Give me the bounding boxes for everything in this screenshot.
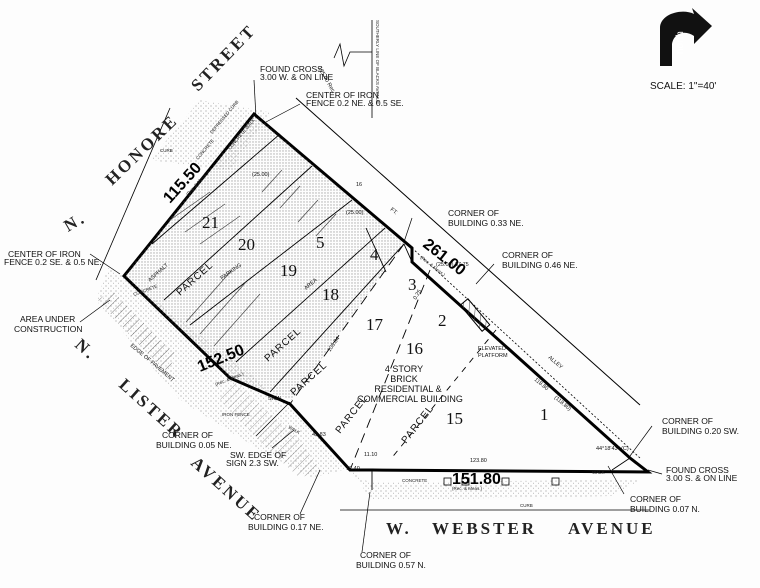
parcel-3: 3	[408, 275, 417, 294]
street-honore-street: STREET	[187, 20, 260, 94]
webster-sidewalk	[350, 470, 640, 500]
parcel-label-5: PARCEL	[400, 403, 437, 445]
dim-seg-4583: 45.83	[312, 432, 326, 438]
corner-033-2: BUILDING 0.33 NE.	[448, 218, 524, 228]
honore-curb-line	[95, 107, 171, 281]
street-webster: WEBSTER	[432, 519, 537, 538]
parcel-4: 4	[370, 245, 379, 264]
corner-017-2: BUILDING 0.17 NE.	[248, 522, 324, 532]
building-line-2: BRICK	[390, 374, 418, 384]
iron-fence-left-2: FENCE 0.2 SE. & 0.5 NE.	[4, 257, 102, 267]
dim-seg-1240: 12.40	[346, 466, 360, 472]
iron-fence-left-1: CENTER OF IRON	[8, 249, 81, 259]
lot-boundary	[121, 111, 653, 474]
dim-seg-25-a: (25.00)	[252, 172, 270, 178]
parcel-18: 18	[322, 285, 339, 304]
parcel-17: 17	[366, 315, 384, 334]
found-cross-top-2: 3.00 W. & ON LINE	[260, 72, 334, 82]
building-line-4: COMMERCIAL BUILDING	[357, 394, 463, 404]
corner-005-1: CORNER OF	[162, 430, 213, 440]
walk-label-2: WALK	[288, 425, 301, 436]
curb-top: CURB	[160, 148, 173, 153]
elevated-2: PLATFORM	[478, 353, 508, 359]
dim-seg-37: (25.00) 37.75	[436, 262, 469, 268]
alley-line	[295, 97, 641, 406]
dim-angle: 44°18'43" (C)	[596, 446, 629, 452]
corner-057-2: BUILDING 0.57 N.	[356, 560, 426, 570]
sign-edge-2: SIGN 2.3 SW.	[226, 458, 279, 468]
building-line-3: RESIDENTIAL &	[374, 384, 441, 394]
found-cross-top-1: FOUND CROSS	[260, 64, 323, 74]
break-line	[333, 42, 372, 68]
dim-16: 16	[356, 182, 362, 188]
parcel-19: 19	[280, 261, 297, 280]
alley-label: ALLEY	[547, 355, 564, 371]
dim-ft: FT.	[389, 207, 399, 217]
parcel-16: 16	[406, 339, 423, 358]
lister-hatch-area	[98, 290, 176, 372]
corner-057-1: CORNER OF	[360, 550, 411, 560]
southerly-line-label: SOUTHERLY LINE OF BLACKS AVENUE	[375, 20, 380, 104]
dim-seg-25-b: (25.00)	[346, 210, 364, 216]
parking-area	[124, 114, 404, 400]
street-webster-w: W.	[386, 519, 412, 538]
corner-033-1: CORNER OF	[448, 208, 499, 218]
parcel-21: 21	[202, 213, 219, 232]
corner-007-1: CORNER OF	[630, 494, 681, 504]
north-arrow-icon	[660, 8, 712, 66]
corner-005-2: BUILDING 0.05 NE.	[156, 440, 232, 450]
dim-webster-inner: 123.80	[470, 458, 487, 464]
parcel-15: 15	[446, 409, 463, 428]
corner-007-2: BUILDING 0.07 N.	[630, 504, 700, 514]
curb-bottom: CURB	[520, 503, 533, 508]
iron-fence-top-1: CENTER OF IRON	[306, 90, 379, 100]
compass-north-label: north	[675, 31, 686, 54]
dim-seg-1110: 11.10	[364, 452, 377, 458]
lister-hatch-lower	[220, 380, 320, 478]
street-lister-n: N.	[71, 335, 100, 364]
parcel-2: 2	[438, 311, 447, 330]
sign-edge-1: SW. EDGE OF	[230, 450, 286, 460]
corner-046-2: BUILDING 0.46 NE.	[502, 260, 578, 270]
corner-046-1: CORNER OF	[502, 250, 553, 260]
parcel-lines	[151, 133, 631, 490]
dim-webster-sub: (Rec. & Meas.)	[452, 486, 483, 491]
concrete-bottom: CONCRETE	[402, 478, 427, 483]
scale-label: SCALE: 1"=40'	[650, 81, 716, 92]
elevated-platform	[459, 298, 491, 332]
corner-020-2: BUILDING 0.20 SW.	[662, 426, 739, 436]
parcel-1: 1	[540, 405, 549, 424]
sign-label: SIGN	[268, 396, 281, 402]
dim-seg-025: 0.25	[413, 289, 424, 301]
street-webster-avenue: AVENUE	[568, 519, 656, 538]
building-line-1: 4 STORY	[385, 364, 423, 374]
street-honore-n: N.	[61, 208, 90, 236]
dim-webster: 151.80	[452, 471, 501, 488]
parcel-5: 5	[316, 233, 325, 252]
found-cross-bot-2: 3.00 S. & ON LINE	[666, 473, 738, 483]
area-under-2: CONSTRUCTION	[14, 324, 82, 334]
parking-stall-lines	[169, 169, 337, 347]
corner-017-1: CORNER OF	[254, 512, 305, 522]
parcel-20: 20	[238, 235, 255, 254]
elevated-1: ELEVATED	[478, 346, 506, 352]
walk-label: WALK	[592, 470, 605, 475]
corner-020-1: CORNER OF	[662, 416, 713, 426]
found-cross-bot-1: FOUND CROSS	[666, 465, 729, 475]
iron-fence-top-2: FENCE 0.2 NE. & 0.5 SE.	[306, 98, 404, 108]
area-under-1: AREA UNDER	[20, 314, 75, 324]
leader-lines	[79, 79, 663, 553]
compass-rose: north	[660, 8, 712, 66]
iron-fence-label: IRON FENCE	[222, 412, 250, 417]
webster-markers	[443, 477, 560, 486]
